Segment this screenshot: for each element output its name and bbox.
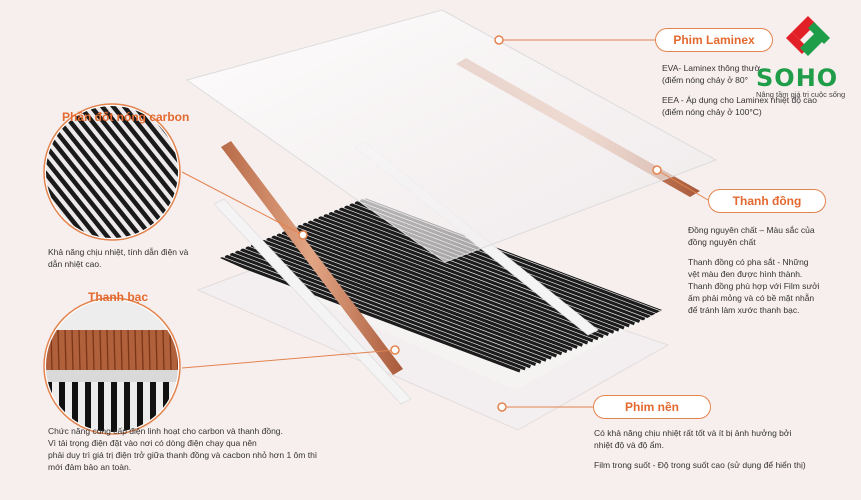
copper-closeup-line: [134, 329, 137, 371]
carbon-stripe: [276, 232, 578, 349]
carbon-closeup-stripe: [117, 106, 178, 238]
copper-closeup-line: [99, 329, 102, 371]
carbon-closeup-stripe: [0, 100, 41, 250]
carbon-closeup-stripe: [46, 106, 98, 238]
carbon-closeup-stripe: [0, 100, 30, 250]
carbon-stripe: [323, 213, 625, 330]
leader-lines: [181, 39, 709, 408]
carbon-stripe: [328, 211, 630, 328]
silver-closeup-tab: [124, 382, 130, 432]
copper-line: ấm phải mỏng và có bề mặt nhẵn: [688, 293, 815, 303]
silver-line: Chức năng cung cấp điện linh hoạt cho ca…: [48, 426, 283, 436]
silver-closeup-tab: [72, 382, 78, 432]
silver-line: Vì tải trọng điện đặt vào nơi có dòng đi…: [48, 438, 257, 448]
copper-closeup-line: [169, 329, 172, 371]
copper-closeup-line: [78, 329, 81, 371]
carbon-stripe: [287, 228, 589, 345]
carbon-closeup-stripe: [46, 106, 131, 238]
copper-closeup-line: [120, 329, 123, 371]
laminex-film-layer: [185, 9, 718, 263]
silver-closeup-tab: [59, 382, 65, 432]
carbon-stripe: [302, 222, 604, 339]
copper-bar-left: [221, 141, 403, 375]
copper-line: Thanh đồng có pha sắt - Những: [688, 257, 809, 267]
carbon-stripe: [292, 226, 594, 343]
carbon-stripe: [307, 219, 609, 336]
copper-line: Thanh đồng phù hợp với Film sưởi: [688, 281, 820, 291]
silver-closeup-tab: [111, 382, 117, 432]
silver-title: Thanh bạc: [88, 290, 149, 304]
carbon-stripe: [224, 254, 526, 371]
carbon-stripe: [281, 230, 583, 347]
carbon-description: Khả năng chịu nhiệt, tính dẫn điện và dẫ…: [48, 246, 208, 270]
copper-description: Đồng nguyên chất – Màu sắc của đồng nguy…: [688, 224, 828, 324]
carbon-stripe: [240, 247, 542, 364]
soho-logo: SOHO Nâng tầm giá trị cuộc sống: [748, 12, 858, 102]
carbon-closeup-stripe: [106, 106, 178, 238]
copper-closeup-line: [141, 329, 144, 371]
copper-closeup-line: [57, 329, 60, 371]
copper-line: để tránh làm xước thanh bạc.: [688, 305, 800, 315]
base-film-line: nhiệt độ và độ ẩm.: [594, 440, 664, 450]
carbon-closeup-stripe: [95, 106, 178, 238]
laminex-line: EVA- Laminex thông thườ: [662, 63, 761, 73]
copper-closeup-line: [191, 330, 192, 370]
copper-title: Thanh đồng: [708, 189, 826, 213]
copper-closeup-line: [64, 329, 67, 371]
carbon-closeup-stripe: [46, 106, 142, 238]
copper-closeup-line: [85, 329, 88, 371]
silver-description: Chức năng cung cấp điện linh hoạt cho ca…: [48, 425, 338, 473]
copper-closeup-line: [184, 330, 185, 370]
carbon-closeup-stripe: [84, 106, 178, 238]
copper-closeup-line: [106, 329, 109, 371]
copper-closeup-line: [148, 329, 151, 371]
copper-closeup-line: [71, 329, 74, 371]
carbon-stripe: [220, 256, 521, 373]
carbon-closeup-stripe: [46, 106, 109, 238]
carbon-stripe: [250, 243, 552, 360]
carbon-stripe: [245, 245, 547, 362]
silver-closeup-image: [46, 300, 192, 432]
copper-closeup-line: [92, 329, 95, 371]
silver-closeup-tab: [98, 382, 104, 432]
carbon-closeup-stripe: [46, 106, 120, 238]
base-film-line: Film trong suốt - Độ trong suốt cao (sử …: [594, 460, 806, 470]
laminex-line: (điểm nóng chảy ở 80°: [662, 75, 748, 85]
laminex-line: EEA - Áp dụng cho Laminex nhiệt độ cao: [662, 95, 817, 105]
soho-logo-mark: [786, 16, 830, 56]
silver-closeup-tab: [150, 382, 156, 432]
carbon-stripe: [297, 224, 599, 341]
copper-closeup-line: [113, 329, 116, 371]
laminex-line: (điểm nóng chảy ở 100°C): [662, 107, 762, 117]
carbon-stripe: [271, 235, 573, 351]
silver-closeup-tab: [85, 382, 91, 432]
copper-closeup-line: [127, 329, 130, 371]
copper-closeup-line: [155, 329, 158, 371]
carbon-line: Khả năng chịu nhiệt, tính dẫn điện và: [48, 247, 189, 257]
logo-tagline: Nâng tầm giá trị cuộc sống: [756, 90, 846, 99]
logo-wordmark: SOHO: [756, 64, 839, 92]
copper-closeup-line: [162, 329, 165, 371]
copper-line: Đồng nguyên chất – Màu sắc của: [688, 225, 815, 235]
silver-line: mới đảm bảo an toàn.: [48, 462, 132, 472]
base-film-title: Phim nền: [593, 395, 711, 419]
carbon-closeup-stripe: [128, 106, 178, 238]
laminex-title: Phim Laminex: [655, 28, 773, 52]
laminex-description: EVA- Laminex thông thườ (điểm nóng chảy …: [662, 62, 817, 118]
carbon-title: Phần đốt nóng carbon: [62, 110, 190, 124]
copper-line: đồng nguyên chất: [688, 237, 756, 247]
carbon-stripe: [339, 207, 641, 324]
carbon-stripe: [255, 241, 557, 358]
carbon-line: dẫn nhiệt cao.: [48, 259, 102, 269]
carbon-stripe: [333, 209, 635, 326]
base-film-line: Có khả năng chịu nhiệt rất tốt và ít bị …: [594, 428, 792, 438]
silver-line: phải duy trì giá trị điện trở giữa thanh…: [48, 450, 318, 460]
base-film-description: Có khả năng chịu nhiệt rất tốt và ít bị …: [594, 427, 834, 479]
silver-closeup-tab: [137, 382, 143, 432]
copper-line: vệt màu đen được hình thành.: [688, 269, 803, 279]
